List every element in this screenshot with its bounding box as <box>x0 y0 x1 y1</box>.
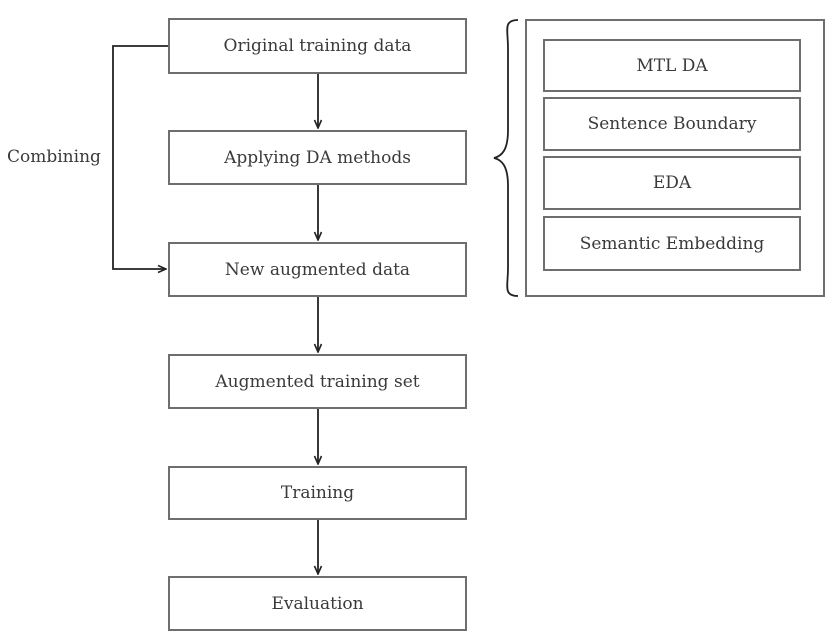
flow-step-training: Training <box>168 466 467 520</box>
flow-step-new-augmented-data: New augmented data <box>168 242 467 297</box>
method-mtl-da: MTL DA <box>543 39 801 92</box>
flow-step-evaluation: Evaluation <box>168 576 467 631</box>
flow-step-applying-da-methods: Applying DA methods <box>168 130 467 185</box>
method-eda: EDA <box>543 156 801 210</box>
flow-step-augmented-training-set: Augmented training set <box>168 354 467 409</box>
combining-label: Combining <box>7 147 101 167</box>
flow-step-original-training-data: Original training data <box>168 18 467 74</box>
method-sentence-boundary: Sentence Boundary <box>543 97 801 151</box>
combining-loop-arrow <box>112 45 168 269</box>
curly-brace <box>493 19 519 297</box>
method-semantic-embedding: Semantic Embedding <box>543 216 801 271</box>
